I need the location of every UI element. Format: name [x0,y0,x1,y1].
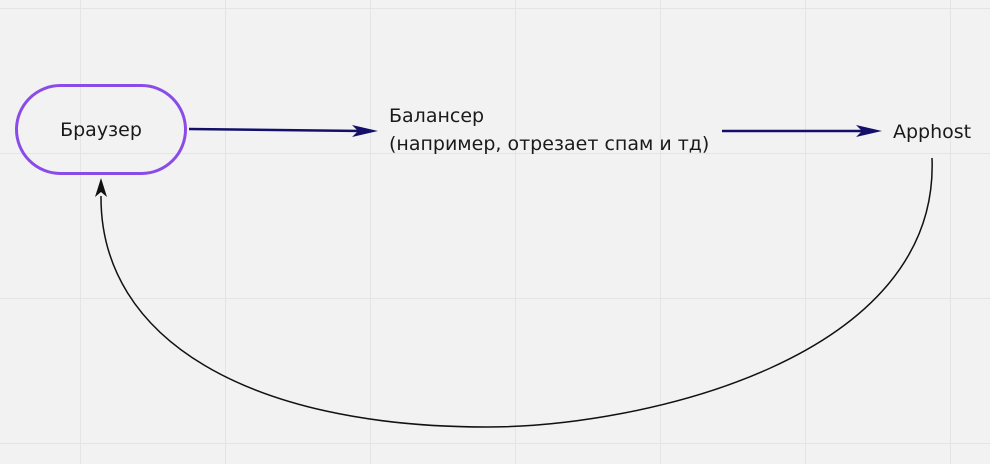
edge-apphost-to-browser[interactable] [95,157,933,428]
arrowhead-icon [95,178,107,197]
node-browser[interactable]: Браузер [15,84,187,175]
node-balancer-title: Балансер [389,105,485,127]
arrowhead-icon [856,125,882,137]
node-apphost-label: Apphost [893,121,972,143]
arrowhead-icon [352,125,378,137]
node-apphost[interactable]: Apphost [893,118,971,146]
node-browser-label: Браузер [60,118,142,141]
node-balancer[interactable]: Балансер (например, отрезает спам и тд) [389,102,709,158]
edge-browser-to-balancer[interactable] [188,125,378,137]
node-balancer-description: (например, отрезает спам и тд) [389,133,710,155]
edge-balancer-to-apphost[interactable] [722,125,882,137]
